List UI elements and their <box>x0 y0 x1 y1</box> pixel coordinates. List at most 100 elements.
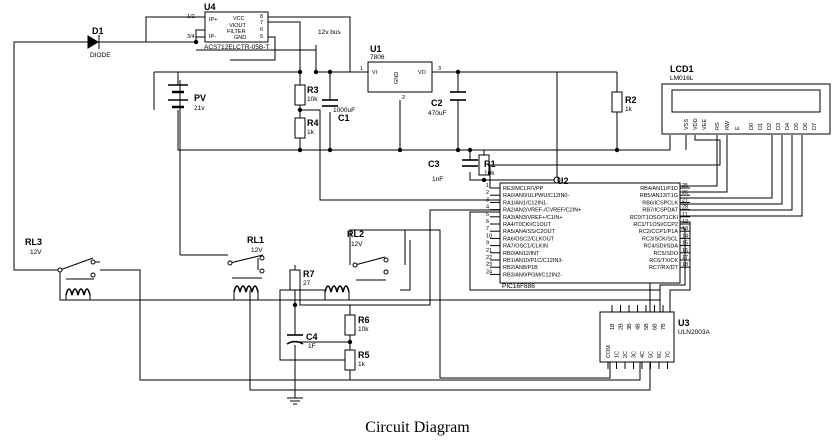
r3-resistor: R3 10k <box>294 84 319 106</box>
rl1-ref: RL1 <box>247 235 264 245</box>
lcd1-ref: LCD1 <box>670 64 694 74</box>
r6-value: 10k <box>358 326 369 333</box>
u2-left-pin-name: RA0/AN0/ULPWU/C12IN0- <box>503 193 569 199</box>
c3-value: 1nF <box>432 176 443 183</box>
u3-bottom-pin-label: 2C <box>623 351 629 358</box>
d1-ref: D1 <box>92 26 104 36</box>
u4-pin-num: 5 <box>260 34 263 40</box>
u2-left-pin-name: RB3/AN9/PGM/C12IN2- <box>503 272 562 278</box>
u2-right-pin-number: 14 <box>682 233 688 239</box>
u2-left-pin-name: RB2/AN8/P1B <box>503 265 538 271</box>
pv-ref: PV <box>194 93 206 103</box>
u2-left-pin-number: 3 <box>486 197 489 203</box>
r4-value: 1k <box>307 129 315 136</box>
u2-left-pin-name: RB0/AN12/INT <box>503 251 540 257</box>
svg-text:D4: D4 <box>785 123 791 130</box>
rl2-ref: RL2 <box>347 229 364 239</box>
u4-pin-ip-minus: IP- <box>209 34 216 40</box>
u2-right-pin-number: 13 <box>682 226 688 232</box>
u2-right-pin-number: 16 <box>682 248 688 254</box>
rl2-value: 12V <box>351 241 363 248</box>
u2-right-pin-name: RC3/SCK/SCL <box>642 236 678 242</box>
rl3-ref: RL3 <box>25 237 42 247</box>
wiring <box>13 16 803 398</box>
r1-ref: R1 <box>484 159 496 169</box>
d1-diode: D1 DIODE <box>87 26 111 59</box>
u4-pin-vcc: VCC <box>233 16 245 22</box>
u2-right-pin-name: RB5/AN13/T1G <box>640 193 678 199</box>
u2-right-pin-name: RC2/CCP1/P1A <box>639 229 678 235</box>
u2-left-pin-number: 9 <box>486 241 489 247</box>
r5-ref: R5 <box>358 350 370 360</box>
r6-ref: R6 <box>358 315 370 325</box>
r6-resistor: R6 10k <box>344 314 370 336</box>
u2-left-pin-name: RE3/MCLR/VPP <box>503 186 544 192</box>
r1-value: 10k <box>484 170 495 177</box>
u3-bottom-pin-label: 6C <box>657 351 663 358</box>
u2-right-pin-name: RB6/ICSPCLK <box>642 200 678 206</box>
u3-top-pin-label: 1B <box>610 323 616 330</box>
u2-left-pin-number: 4 <box>486 205 489 211</box>
u1-pin-vi: VI <box>372 70 378 76</box>
c4-ref: C4 <box>306 332 318 342</box>
u2-right-pin-name: RC4/SDI/SDA <box>643 244 678 250</box>
c1-value: 1000uF <box>333 107 355 114</box>
u2-right-pin-number: 12 <box>682 219 688 225</box>
lcd1-pin-labels: VSS VDD VEE RS RW E D0 D1 D2 D3 D4 D5 D6… <box>684 118 818 130</box>
u3-bottom-pin-label: COM <box>606 345 612 358</box>
r2-ref: R2 <box>625 95 637 105</box>
u2-left-pin-number: 7 <box>486 226 489 232</box>
u3-ref: U3 <box>678 318 690 328</box>
svg-text:D6: D6 <box>803 123 809 130</box>
c3-ref: C3 <box>428 159 440 169</box>
u1-pin-gnd: GND <box>394 72 400 84</box>
u2-left-pin-number: 22 <box>486 255 492 261</box>
u2-right-pin-number: 26 <box>682 190 688 196</box>
u2-left-pin-name: RA5/AN4/SS/C2OUT <box>503 229 556 235</box>
svg-text:E: E <box>735 126 741 130</box>
u2-left-pin-name: RA1/AN1/C12IN1- <box>503 200 548 206</box>
u2-right-pin-number: 15 <box>682 241 688 247</box>
r2-resistor: R2 1k <box>611 91 637 113</box>
u3-top-pin-label: 5B <box>644 323 650 330</box>
u3-bottom-pin-label: 7C <box>666 351 672 358</box>
u2-left-pin-number: 24 <box>486 269 492 275</box>
u2-left-pin-number: 10 <box>486 233 492 239</box>
u4-pin-num: 3/4 <box>187 34 195 40</box>
u4-pin-ip-plus: IP+ <box>209 17 217 23</box>
u1-pin-num: 1 <box>360 66 363 72</box>
u2-left-pin-name: RB1/AN10/P1C/C12IN3- <box>503 258 563 264</box>
u2-right-pin-number: 25 <box>682 183 688 189</box>
rl3-relay: RL3 12V <box>25 237 100 300</box>
svg-text:VSS: VSS <box>684 119 690 130</box>
u2-right-pin-name: RC0/T1OSO/T1CKI <box>630 215 679 221</box>
r7-ref: R7 <box>303 269 315 279</box>
u4-part: ACS712ELCTR-05B-T <box>204 44 269 51</box>
u2-left-pin-number: 5 <box>486 212 489 218</box>
junctions <box>193 39 620 345</box>
u2-left-pin-name: RA6/OSC2/CLKOUT <box>503 236 555 242</box>
u2-part: PIC16F886 <box>502 283 535 290</box>
u4-pin-num: 6 <box>260 27 263 33</box>
u1-pin-num: 2 <box>402 95 405 101</box>
c2-value: 470uF <box>428 110 446 117</box>
rl3-value: 12V <box>30 249 42 256</box>
u2-left-pin-number: 6 <box>486 219 489 225</box>
u2-left-pin-name: RA7/OSC1/CLKIN <box>503 244 548 250</box>
u1-regulator: U1 7806 VI VO GND 1 3 2 <box>360 44 441 101</box>
u2-right-pin-name: RC1/T1OSI/CCP2 <box>633 222 678 228</box>
u2-right-pin-name: RB7/ICSPDAT <box>642 208 678 214</box>
c2-ref: C2 <box>431 98 443 108</box>
c2-capacitor: C2 470uF <box>428 91 466 117</box>
svg-text:VEE: VEE <box>702 119 708 130</box>
figure-caption: Circuit Diagram <box>365 419 470 436</box>
u2-left-pin-number: 23 <box>486 262 492 268</box>
r4-ref: R4 <box>307 118 319 128</box>
svg-text:RS: RS <box>715 122 721 130</box>
u2-right-pin-number: 11 <box>682 212 688 218</box>
pv-source: PV 21v <box>168 84 206 112</box>
u4-pin-filter: FILTER <box>227 29 246 35</box>
